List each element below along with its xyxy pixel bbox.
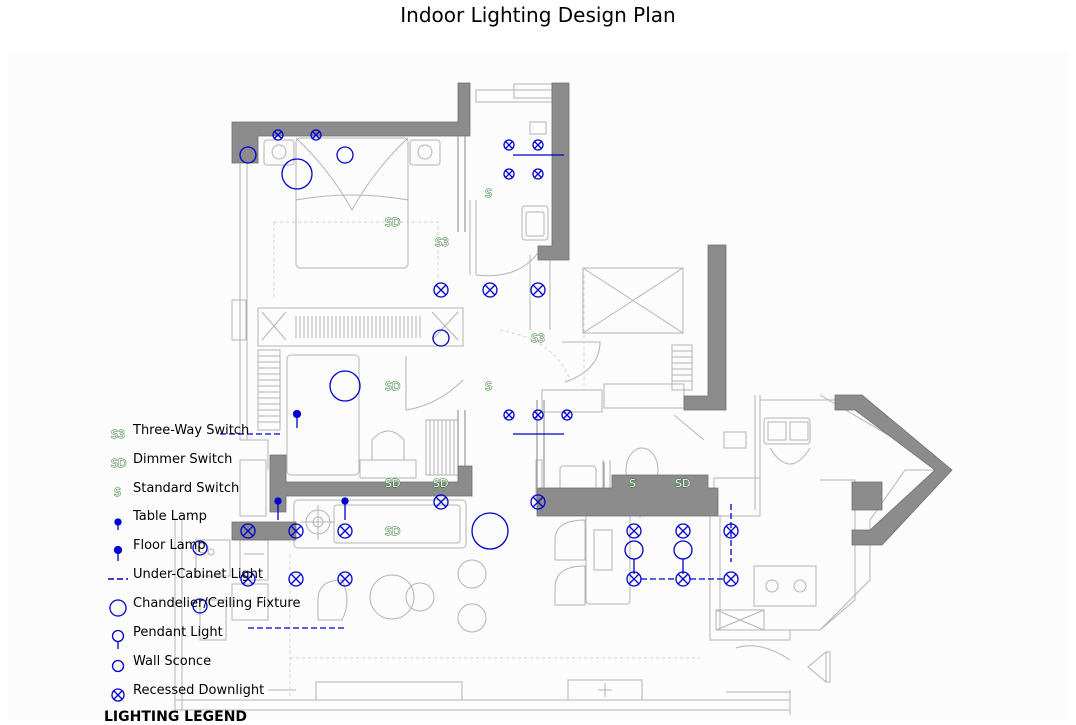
three-way-switch: S3 — [435, 236, 449, 249]
under-cabinet-lights — [220, 154, 732, 629]
dimmer-switch: SD — [385, 477, 400, 490]
recessed-downlight — [626, 523, 642, 539]
legend-dimmer-switch-symbol: SD — [111, 457, 126, 470]
lamps — [274, 409, 349, 520]
recessed-downlight — [240, 523, 256, 539]
recessed-downlight — [532, 409, 544, 421]
recessed-downlight — [272, 129, 284, 141]
dimmer-switch: SD — [433, 477, 448, 490]
ceiling-fixtures — [281, 158, 509, 550]
recessed-downlight — [675, 523, 691, 539]
plan-background — [8, 52, 1068, 720]
recessed-downlight — [288, 571, 304, 587]
pendant-lights — [624, 540, 693, 574]
recessed-downlight — [530, 494, 546, 510]
dimmer-switch: SD — [385, 216, 400, 229]
legend-item-floor-lamp: Floor Lamp — [133, 538, 206, 553]
wall-sconce — [192, 598, 208, 614]
lighting-layer — [192, 129, 739, 629]
recessed-downlight — [337, 571, 353, 587]
recessed-downlight — [503, 409, 515, 421]
ceiling-fixture — [281, 158, 313, 190]
thin-walls — [457, 136, 605, 488]
page-title: Indoor Lighting Design Plan — [400, 3, 676, 27]
legend-item-recessed-downlight: Recessed Downlight — [133, 683, 265, 698]
recessed-downlight — [723, 571, 739, 587]
recessed-downlight — [561, 409, 573, 421]
legend-ceiling-fixture-icon — [109, 599, 127, 617]
wall-sconce — [192, 540, 208, 556]
recessed-downlight — [530, 282, 546, 298]
legend-item-table-lamp: Table Lamp — [133, 509, 207, 524]
walls — [231, 82, 953, 546]
wall-sconce — [239, 146, 257, 164]
table-lamp — [274, 497, 282, 520]
recessed-downlight — [433, 282, 449, 298]
legend-table-lamp-icon — [114, 518, 122, 530]
legend-pendant-icon — [111, 629, 125, 649]
legend-item-dimmer-switch: Dimmer Switch — [133, 452, 233, 467]
recessed-downlight — [240, 571, 256, 587]
wall-sconce — [336, 146, 354, 164]
standard-switch: S — [485, 187, 492, 200]
legend-floor-lamp-icon — [113, 545, 123, 561]
ceiling-fixture — [329, 370, 361, 402]
dimmer-switch: SD — [385, 525, 400, 538]
legend-item-pendant-light: Pendant Light — [133, 625, 223, 640]
recessed-downlight — [433, 494, 449, 510]
legend-item-three-way-switch: Three-Way Switch — [133, 423, 250, 438]
legend-item-under-cabinet-light: Under-Cabinet Light — [133, 567, 264, 582]
recessed-downlight — [310, 129, 322, 141]
legend-item-standard-switch: Standard Switch — [133, 481, 240, 496]
legend-title: LIGHTING LEGEND — [104, 709, 248, 725]
recessed-downlight — [532, 139, 544, 151]
floor-lamp — [292, 409, 302, 428]
legend-item-ceiling-fixture: Chandelier/Ceiling Fixture — [133, 596, 301, 611]
legend-three-way-switch-symbol: S3 — [111, 428, 125, 441]
switches: SD S3 S S3 SD S SD SD SD S SD — [385, 187, 691, 539]
wall-sconce — [432, 329, 450, 347]
dimmer-switch: SD — [385, 380, 400, 393]
pendant-light — [673, 540, 693, 574]
standard-switch: S — [629, 477, 636, 490]
architectural-linework — [174, 83, 949, 715]
legend-wall-sconce-icon — [111, 659, 125, 673]
recessed-downlight — [503, 168, 515, 180]
legend-recessed-downlight-icon — [111, 688, 125, 702]
ceiling-fixture — [471, 512, 509, 550]
legend-item-wall-sconce: Wall Sconce — [133, 654, 212, 669]
pendant-light — [624, 540, 644, 574]
dimmer-switch: SD — [675, 477, 690, 490]
legend-standard-switch-symbol: S — [114, 486, 121, 499]
recessed-downlight — [288, 523, 304, 539]
standard-switch: S — [485, 380, 492, 393]
table-lamp — [341, 497, 349, 520]
recessed-downlight — [482, 282, 498, 298]
recessed-downlight — [532, 168, 544, 180]
three-way-switch: S3 — [531, 332, 545, 345]
recessed-downlight — [503, 139, 515, 151]
recessed-downlight — [337, 523, 353, 539]
wall-sconces — [192, 146, 450, 614]
legend-symbols: S3 SD S — [108, 428, 128, 702]
